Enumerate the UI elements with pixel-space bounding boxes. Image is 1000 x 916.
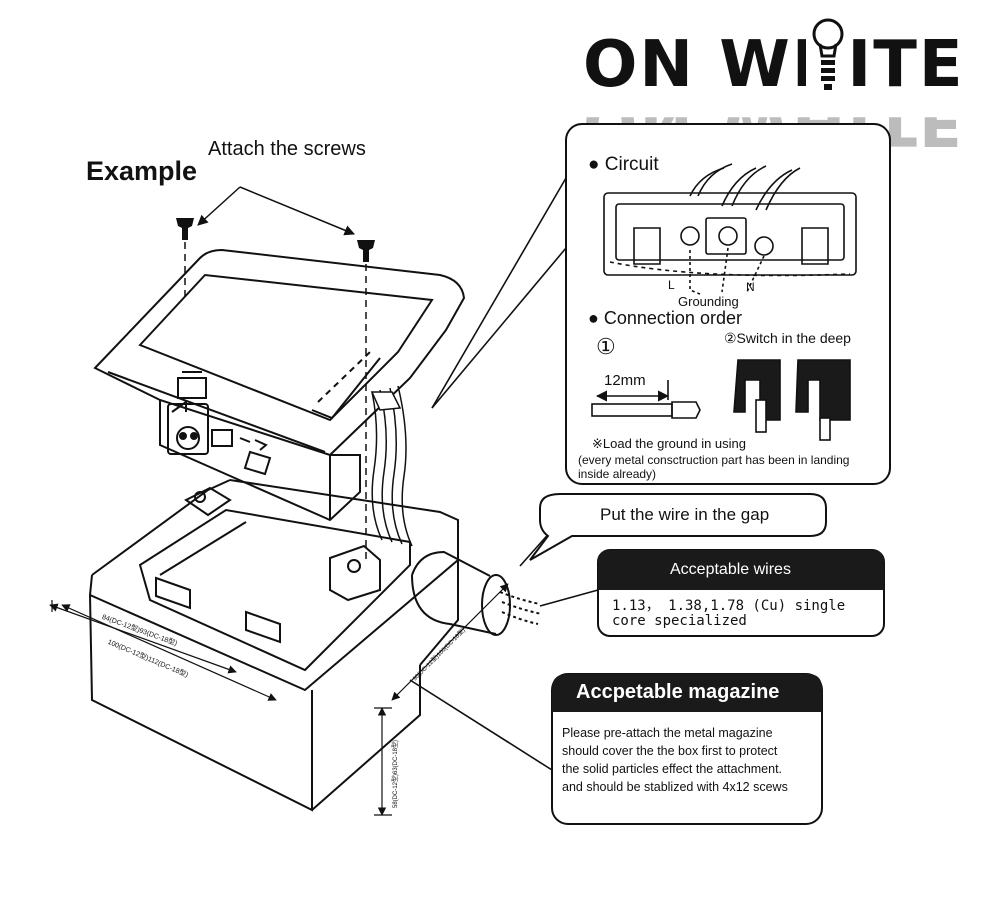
magazine-line-2: should cover the the box first to protec… — [562, 744, 778, 758]
wires-panel-line-2: core specialized — [612, 613, 747, 629]
screw-right — [357, 240, 375, 560]
wires-panel-title: Acceptable wires — [670, 561, 791, 578]
grounding-label: Grounding — [678, 294, 739, 309]
step1-marker: ① — [596, 334, 616, 359]
magazine-line-3: the solid particles effect the attachmen… — [562, 762, 783, 776]
example-title: Example — [86, 156, 198, 186]
gap-callout-bubble — [529, 493, 827, 561]
note-line-3: inside already) — [578, 467, 657, 481]
cable-conduit — [411, 550, 543, 636]
logo: ON WHITE — [583, 28, 965, 102]
note-line-2: (every metal consctruction part has been… — [578, 453, 850, 467]
step2-label: ②Switch in the deep — [724, 330, 851, 346]
circuit-drawing — [603, 163, 857, 295]
gap-callout-text: Put the wire in the gap — [600, 505, 770, 524]
lightbulb-icon — [806, 10, 850, 100]
circuit-label: Circuit — [604, 154, 659, 175]
magazine-line-1: Please pre-attach the metal magazine — [562, 726, 773, 740]
connection-order-label: Connection order — [603, 308, 742, 328]
mounting-box — [88, 479, 459, 812]
dimension-label-4: 58(DC-12型)63(DC-18型) — [393, 739, 399, 808]
circuit-heading: ● Circuit — [588, 154, 659, 175]
screws-caption: Attach the screws — [208, 138, 366, 160]
l-label: L — [668, 278, 675, 292]
stripped-wire — [591, 380, 701, 419]
screw-arrows — [197, 186, 355, 236]
switch-diagrams — [733, 359, 851, 441]
wire-bundle — [370, 385, 413, 547]
strip-length-label: 12mm — [604, 372, 646, 389]
magazine-line-4: and should be stablized with 4x12 scews — [562, 780, 788, 794]
socket-lid — [93, 248, 466, 522]
n-label: N — [746, 280, 755, 294]
callout-pointers — [409, 177, 599, 771]
magazine-panel-title: Accpetable magazine — [576, 681, 780, 703]
wires-panel-line-1: 1.13， 1.38,1.78 (Cu) single — [612, 598, 846, 614]
note-line-1: ※Load the ground in using — [592, 436, 747, 451]
connection-order-heading: ● Connection order — [588, 308, 742, 328]
screw-left — [176, 218, 194, 300]
